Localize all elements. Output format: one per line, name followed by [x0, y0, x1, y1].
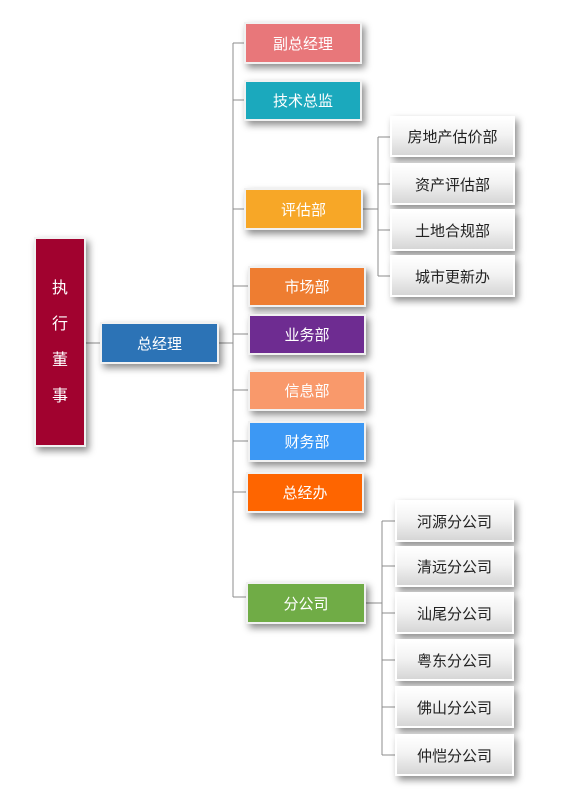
branch-label: 河源分公司 — [416, 512, 492, 531]
branch-yuedong: 粤东分公司 — [395, 639, 514, 681]
eval-unit-real-estate: 房地产估价部 — [390, 116, 515, 157]
director-char: 董 — [51, 350, 68, 369]
dept-gm-office: 总经办 — [246, 472, 364, 513]
dept-tech-director: 技术总监 — [244, 80, 362, 121]
branch-shanwei: 汕尾分公司 — [395, 592, 514, 634]
dept-deputy-gm: 副总经理 — [244, 22, 362, 64]
dept-label: 业务部 — [284, 326, 330, 344]
eval-unit-label: 土地合规部 — [414, 221, 490, 240]
director-char: 事 — [51, 386, 68, 405]
dept-finance: 财务部 — [248, 421, 366, 462]
branch-label: 汕尾分公司 — [416, 604, 492, 623]
dept-marketing: 市场部 — [248, 266, 366, 307]
director-char: 行 — [51, 314, 68, 333]
branch-label: 仲恺分公司 — [416, 746, 492, 765]
eval-unit-label: 房地产估价部 — [407, 128, 498, 146]
dept-evaluation: 评估部 — [244, 188, 363, 230]
dept-label: 财务部 — [284, 433, 330, 451]
dept-label: 总经办 — [282, 484, 328, 502]
dept-label: 信息部 — [284, 382, 330, 400]
general-manager-label: 总经理 — [136, 334, 182, 353]
dept-label: 评估部 — [280, 200, 326, 219]
branch-zhongkai: 仲恺分公司 — [395, 734, 514, 776]
branch-foshan: 佛山分公司 — [395, 686, 514, 728]
dept-branch-company: 分公司 — [246, 582, 366, 624]
director-char: 执 — [51, 278, 68, 297]
eval-unit-asset: 资产评估部 — [390, 163, 515, 205]
branch-qingyuan: 清远分公司 — [395, 546, 514, 587]
dept-label: 技术总监 — [272, 92, 333, 110]
eval-unit-label: 城市更新办 — [414, 267, 490, 286]
branch-label: 佛山分公司 — [416, 698, 492, 717]
dept-information: 信息部 — [248, 370, 366, 411]
eval-unit-label: 资产评估部 — [414, 175, 490, 194]
branch-label: 粤东分公司 — [416, 651, 492, 670]
branch-heyuan: 河源分公司 — [395, 500, 514, 542]
director-box: 执 行 董 事 — [34, 237, 86, 447]
dept-label: 分公司 — [283, 594, 329, 613]
dept-business: 业务部 — [248, 314, 366, 355]
dept-label: 副总经理 — [272, 34, 333, 53]
dept-label: 市场部 — [284, 278, 330, 296]
eval-unit-land-compliance: 土地合规部 — [390, 209, 515, 251]
eval-unit-urban-renewal: 城市更新办 — [390, 255, 515, 297]
general-manager-box: 总经理 — [100, 322, 219, 364]
branch-label: 清远分公司 — [416, 558, 492, 576]
